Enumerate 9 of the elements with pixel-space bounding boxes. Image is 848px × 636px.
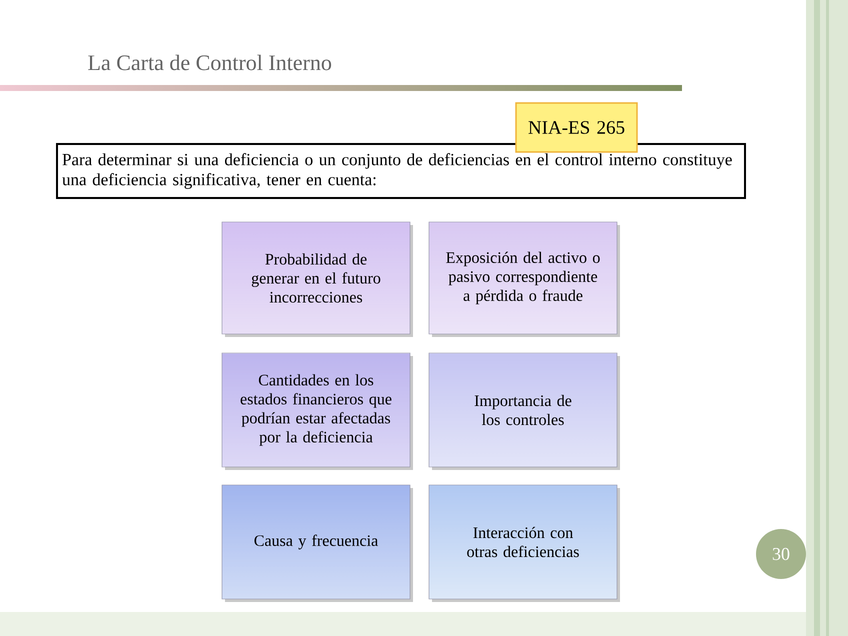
factor-box: Importancia de los controles — [428, 352, 620, 470]
standard-badge: NIA-ES 265 — [515, 102, 638, 153]
text-box: Para determinar si una deficiencia o un conjunto de deficiencias en el control interno constituye una deficiencia significativa, tener en cuenta: — [56, 143, 746, 199]
factor-box: Exposición del activo o pasivo correspondiente a pérdida o fraude — [428, 222, 620, 337]
factor-box: Probabilidad de generar en el futuro incorrecciones — [222, 222, 413, 337]
factor-box: Cantidades en los estados financieros que podrían estar afectadas por la deficiencia — [222, 352, 413, 470]
factor-box: Interacción con otras deficiencias — [428, 484, 620, 602]
factor-box: Causa y frecuencia — [222, 484, 413, 602]
title: La Carta de Control Interno — [88, 54, 332, 70]
